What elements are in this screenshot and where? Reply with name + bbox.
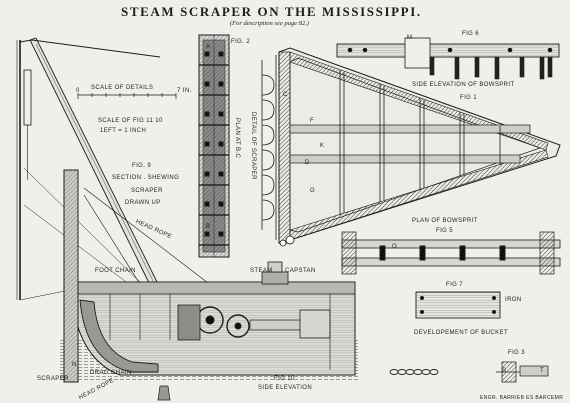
fig5-label: FIG 5 <box>436 228 454 234</box>
fig3-label: FIG 3 <box>508 350 526 356</box>
letter-t: T <box>540 368 545 374</box>
iron-label: IRON <box>505 297 522 303</box>
letter-d: D <box>305 160 310 166</box>
fig1-label: FIG 1 <box>460 95 478 101</box>
chain-links <box>389 369 439 375</box>
scraper-label: SCRAPER <box>37 376 69 382</box>
page-subtitle: (For description see page 82.) <box>230 20 309 27</box>
fig9-desc-3: DRAWN UP <box>125 200 161 206</box>
fig7-label: FIG 7 <box>446 282 464 288</box>
fig9-desc-1: SECTION . SHEWING <box>112 175 180 181</box>
steam-label: STEAM <box>250 268 273 274</box>
plan-bowsprit-label: PLAN OF BOWSPRIT <box>412 218 478 224</box>
fig2-label: FIG. 2 <box>231 39 251 45</box>
capstan-label: CAPSTAN <box>285 268 316 274</box>
scale-details-label: SCALE OF DETAILS <box>91 85 154 91</box>
scale-tick-left: 0 <box>76 88 80 94</box>
scale-bar <box>77 93 177 99</box>
letter-a: A <box>206 44 211 50</box>
side-elevation-label: SIDE ELEVATION <box>258 385 313 391</box>
fig9-label: FIG. 9 <box>132 163 152 169</box>
fig9-desc-2: SCRAPER <box>131 188 163 194</box>
scraper-detail <box>261 55 277 240</box>
letter-f: F <box>310 118 315 124</box>
bucket-icon <box>157 385 171 401</box>
letter-k: K <box>320 143 325 149</box>
letter-s: S <box>502 368 507 374</box>
fig7-bucket <box>415 291 501 319</box>
fig3-detail <box>496 361 549 383</box>
fig10-label: FIG 10 <box>274 376 295 382</box>
scale-fig-ratio: 1EFT = 1 INCH <box>100 128 147 134</box>
engraver-credit: ENGR. BARRIEB ES BARCEMR <box>480 395 564 401</box>
side-elev-bowsprit-label: SIDE ELEVATION OF BOWSPRIT <box>412 82 515 88</box>
fig10-side-elevation <box>60 169 360 383</box>
fig2-scraper-plan <box>198 34 230 258</box>
letter-b: B <box>206 224 211 230</box>
fig5-bowsprit-detail <box>341 231 561 275</box>
foot-chain-label: FOOT CHAIN <box>95 268 136 274</box>
fig6-label: FIG 6 <box>462 31 480 37</box>
plan-at-bc-label: PLAN AT B.C <box>234 118 240 159</box>
letter-o: O <box>392 244 398 250</box>
dev-bucket-label: DEVELOPEMENT OF BUCKET <box>414 330 509 336</box>
letter-g: G <box>310 188 316 194</box>
letter-c: C <box>283 92 288 98</box>
letter-n: N <box>72 362 77 368</box>
fig9-crane <box>16 37 213 301</box>
page-title: STEAM SCRAPER ON THE MISSISSIPPI. <box>121 4 422 19</box>
scale-tick-right: 7 IN. <box>177 88 192 94</box>
fig6-bowsprit-side <box>336 37 560 80</box>
scale-fig-label: SCALE OF FIG 11 10 <box>98 118 163 124</box>
letter-m: M <box>407 35 413 41</box>
detail-scraper-label: DETAIL OF SCRAPER <box>250 112 256 180</box>
fig1-bowsprit-plan <box>278 47 561 247</box>
drag-chain-label: DRAG CHAIN <box>90 370 132 376</box>
